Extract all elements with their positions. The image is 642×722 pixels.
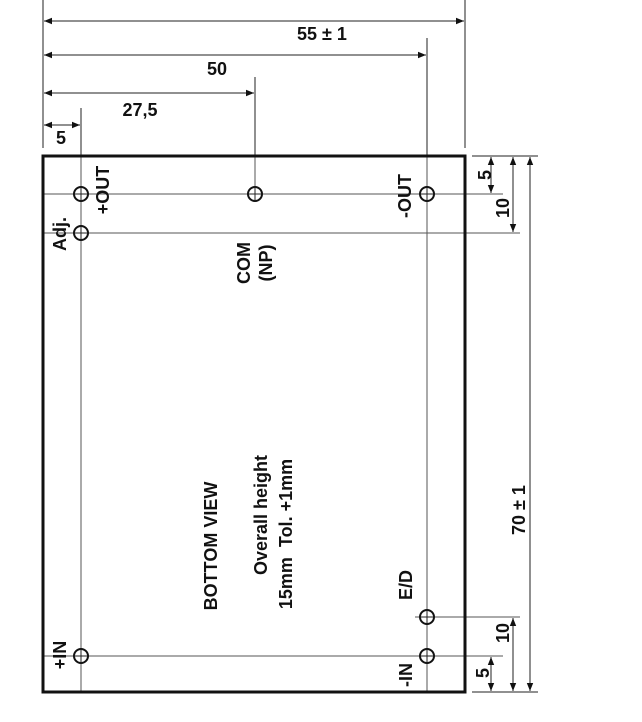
module-outline [41,154,467,694]
pin-neg-in [419,648,435,664]
pin-pos-in [73,648,89,664]
label-adj: Adj. [50,217,70,251]
label-ed: E/D [396,570,416,600]
pin-neg-out [419,186,435,202]
pin-ed [419,609,435,625]
extension-lines [42,0,538,693]
label-pos-out: +OUT [93,166,113,215]
label-com-note: (NP) [256,245,276,282]
dim-com-x: 27,5 [122,100,157,120]
label-neg-out: -OUT [395,174,415,218]
dim-width-total: 55 ± 1 [297,24,347,44]
label-neg-in: -IN [396,663,416,687]
dim-height-total: 70 ± 1 [509,485,529,535]
dim-adj-pin-y: 10 [493,198,513,218]
centerlines [43,156,520,692]
notes: BOTTOM VIEW Overall height 15mm Tol. +1m… [201,455,296,610]
pins [73,186,435,664]
dim-neg-out-x: 50 [207,59,227,79]
label-com: COM [234,242,254,284]
pin-labels: +OUT Adj. -OUT COM (NP) E/D +IN -IN [50,166,416,687]
overall-height-label: Overall height [251,455,271,575]
dim-bottom-ed-y: 10 [493,623,513,643]
bottom-view-label: BOTTOM VIEW [201,482,221,611]
pin-adj [73,225,89,241]
horizontal-dimensions: 55 ± 1 50 27,5 5 [44,17,464,148]
dim-pos-out-x: 5 [56,128,66,148]
pin-com [247,186,263,202]
label-pos-in: +IN [50,641,70,670]
pin-pos-out [73,186,89,202]
dim-bottom-in-y: 5 [473,668,493,678]
vertical-dimensions: 5 10 70 ± 1 10 5 [473,157,534,691]
dim-top-pin-y: 5 [475,170,495,180]
height-tolerance-label: 15mm Tol. +1mm [276,459,296,609]
